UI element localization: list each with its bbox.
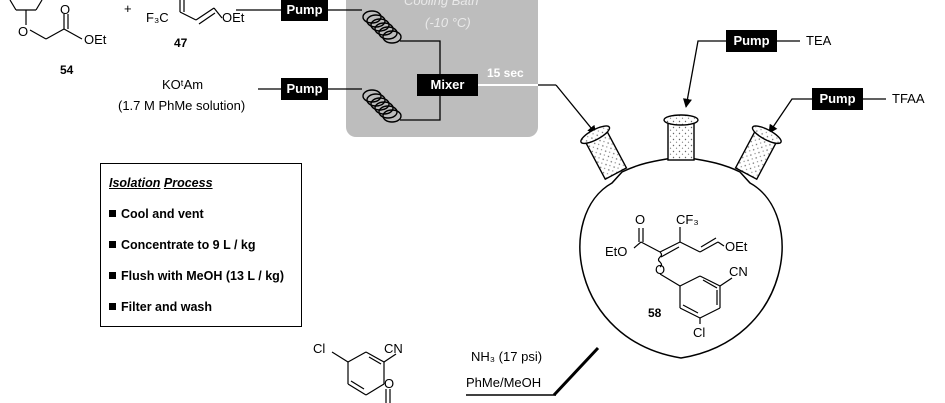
carbonyl-oxygen-product: O: [384, 376, 395, 391]
tea-label: TEA: [806, 33, 832, 48]
cooling-bath: [346, 0, 538, 137]
pump-tfaa: Pump: [812, 88, 863, 110]
bullet-square-icon: [109, 272, 116, 279]
isolation-step: Concentrate to 9 L / kg: [109, 238, 256, 252]
ether-oxygen-58: O: [655, 262, 666, 277]
compound-54-structure: [9, 0, 83, 40]
bullet-square-icon: [109, 241, 116, 248]
bullet-square-icon: [109, 210, 116, 217]
oet-ester-label: OEt: [84, 32, 107, 47]
pump-top: Pump: [281, 0, 328, 21]
pump-tea: Pump: [726, 30, 777, 52]
nh3-condition: NH₃ (17 psi): [471, 349, 543, 364]
outlet-arrow: [555, 84, 597, 135]
isolation-step: Flush with MeOH (13 L / kg): [109, 269, 284, 283]
isolation-step: Cool and vent: [109, 207, 204, 221]
carbonyl-oxygen-54: O: [60, 2, 71, 17]
f3c-label: F₃C: [146, 10, 169, 25]
isolation-title: Isolation Process: [109, 176, 213, 190]
residence-time-label: 15 sec: [487, 66, 524, 80]
cooling-bath-temperature: (-10 °C): [425, 15, 471, 30]
three-neck-flask: [579, 114, 783, 359]
pump-bottom: Pump: [281, 78, 328, 100]
compound-47-label: 47: [174, 36, 188, 50]
oet-58-label: OEt: [725, 239, 748, 254]
cl-58-label: Cl: [693, 325, 706, 340]
bullet-square-icon: [109, 303, 116, 310]
cl-product-label: Cl: [313, 341, 326, 356]
compound-58-structure: [633, 227, 733, 324]
carbonyl-oxygen-58: O: [635, 212, 646, 227]
coil-top-outlet-line: [400, 40, 441, 74]
plus-sign: +: [124, 1, 132, 16]
final-step-arrow: [552, 346, 600, 397]
product-structure: [331, 351, 397, 403]
cf3-label: CF₃: [676, 212, 699, 227]
ether-oxygen-54: O: [18, 24, 29, 39]
cn-58-label: CN: [729, 264, 748, 279]
oet-enol-label: OEt: [222, 10, 245, 25]
compound-58-label: 58: [648, 306, 662, 320]
eto-label: EtO: [605, 244, 628, 259]
isolation-step: Filter and wash: [109, 300, 212, 314]
coil-bottom-outlet-line: [400, 96, 441, 121]
compound-47-structure: [179, 0, 223, 25]
isolation-process-box: Isolation Process Cool and vent Concentr…: [100, 163, 302, 327]
cooling-bath-title: Cooling Bath: [404, 0, 479, 8]
tfaa-label: TFAA: [892, 91, 925, 106]
solvent-condition: PhMe/MeOH: [466, 375, 542, 390]
cn-product-label: CN: [384, 341, 403, 356]
mixer: Mixer: [417, 74, 478, 96]
tfaa-arrow: [768, 98, 812, 134]
base-solution-label: (1.7 M PhMe solution): [118, 98, 246, 113]
coil-bottom: [362, 89, 402, 123]
coil-top: [362, 10, 402, 44]
tea-arrow: [682, 40, 726, 108]
base-label: KOᵗAm: [162, 77, 204, 92]
compound-54-label: 54: [60, 63, 74, 77]
